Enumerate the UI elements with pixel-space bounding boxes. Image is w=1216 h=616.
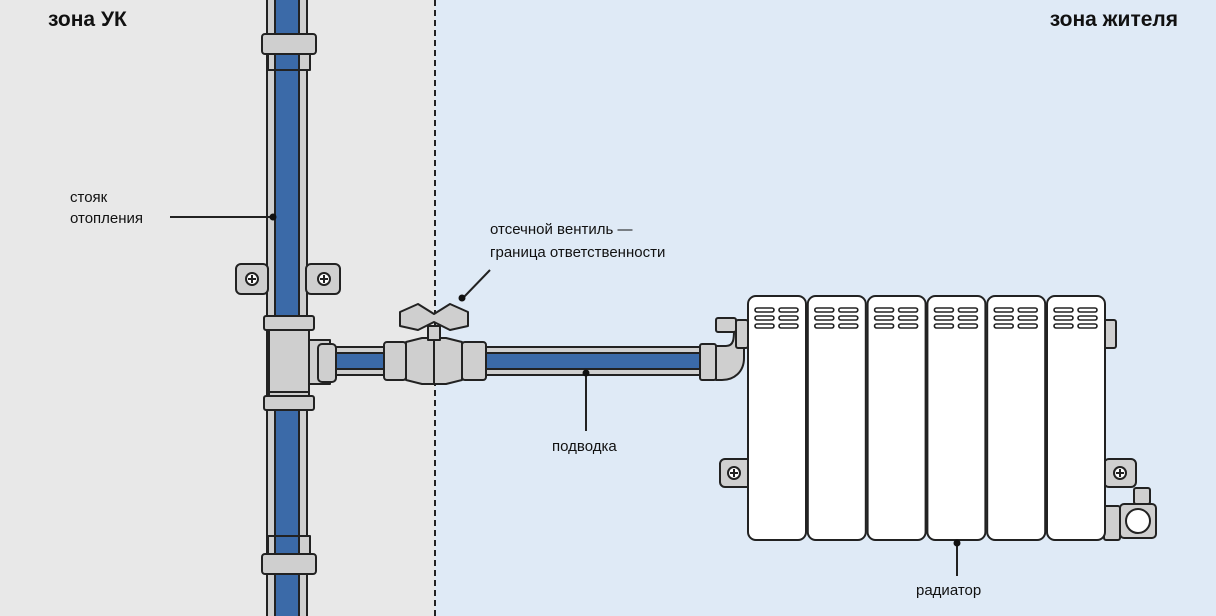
riser-wall-bracket bbox=[235, 263, 341, 295]
radiator bbox=[747, 295, 1106, 541]
radiator-vent bbox=[993, 315, 1015, 321]
radiator-inlet-elbow bbox=[699, 317, 749, 381]
radiator-vent bbox=[993, 323, 1015, 329]
radiator-vent bbox=[813, 307, 835, 313]
radiator-vent bbox=[933, 307, 955, 313]
radiator-vent bbox=[1017, 323, 1039, 329]
radiator-vent bbox=[1053, 323, 1074, 329]
radiator-section bbox=[806, 295, 867, 541]
zone-uk-area bbox=[0, 0, 435, 616]
riser-coupling-bottom bbox=[261, 535, 317, 575]
radiator-vent bbox=[933, 323, 955, 329]
radiator-vent bbox=[778, 323, 799, 329]
riser-label-line2: отопления bbox=[70, 210, 144, 227]
radiator-vent bbox=[1017, 315, 1039, 321]
radiator-vent bbox=[1077, 315, 1098, 321]
radiator-vent bbox=[837, 307, 859, 313]
radiator-wall-bracket-right bbox=[1103, 458, 1137, 488]
radiator-vent bbox=[1077, 307, 1098, 313]
radiator-vent bbox=[873, 315, 895, 321]
radiator-vent bbox=[813, 323, 835, 329]
radiator-vent bbox=[993, 307, 1015, 313]
radiator-vent bbox=[897, 315, 919, 321]
supply-label: подводка bbox=[552, 438, 617, 455]
radiator-vent bbox=[778, 307, 799, 313]
radiator-label: радиатор bbox=[916, 582, 982, 599]
radiator-vent bbox=[813, 315, 835, 321]
radiator-section bbox=[747, 295, 807, 541]
supply-pipe bbox=[485, 346, 703, 376]
valve-label-line1: отсечной вентиль — bbox=[490, 221, 633, 238]
shutoff-valve bbox=[383, 303, 487, 385]
heating-riser-pipe bbox=[266, 0, 308, 616]
radiator-vent bbox=[873, 307, 895, 313]
radiator-vent bbox=[933, 315, 955, 321]
radiator-vent bbox=[1053, 307, 1074, 313]
radiator-vent bbox=[837, 323, 859, 329]
radiator-vent bbox=[1017, 307, 1039, 313]
radiator-vent bbox=[778, 315, 799, 321]
radiator-vent bbox=[897, 307, 919, 313]
radiator-vent bbox=[754, 315, 775, 321]
zone-uk-title: зона УК bbox=[48, 8, 127, 31]
zone-resident-title: зона жителя bbox=[1049, 8, 1178, 31]
radiator-vent bbox=[873, 323, 895, 329]
radiator-vent bbox=[897, 323, 919, 329]
radiator-vent bbox=[957, 323, 979, 329]
radiator-vent bbox=[957, 315, 979, 321]
radiator-section bbox=[926, 295, 987, 541]
leader-lines bbox=[170, 213, 961, 576]
valve-label-line2: граница ответственности bbox=[490, 244, 666, 261]
radiator-vent bbox=[1053, 315, 1074, 321]
radiator-vent bbox=[1077, 323, 1098, 329]
radiator-outlet-valve bbox=[1103, 487, 1157, 541]
radiator-section bbox=[1046, 295, 1106, 541]
radiator-vent bbox=[754, 323, 775, 329]
radiator-section bbox=[986, 295, 1047, 541]
radiator-section bbox=[866, 295, 927, 541]
riser-coupling-top bbox=[261, 33, 317, 71]
tee-fitting bbox=[263, 315, 337, 411]
supply-pipe-short bbox=[335, 346, 389, 376]
riser-label-line1: стояк bbox=[70, 189, 108, 206]
responsibility-boundary-line bbox=[434, 0, 436, 616]
radiator-vent bbox=[837, 315, 859, 321]
radiator-vent bbox=[754, 307, 775, 313]
radiator-vent bbox=[957, 307, 979, 313]
